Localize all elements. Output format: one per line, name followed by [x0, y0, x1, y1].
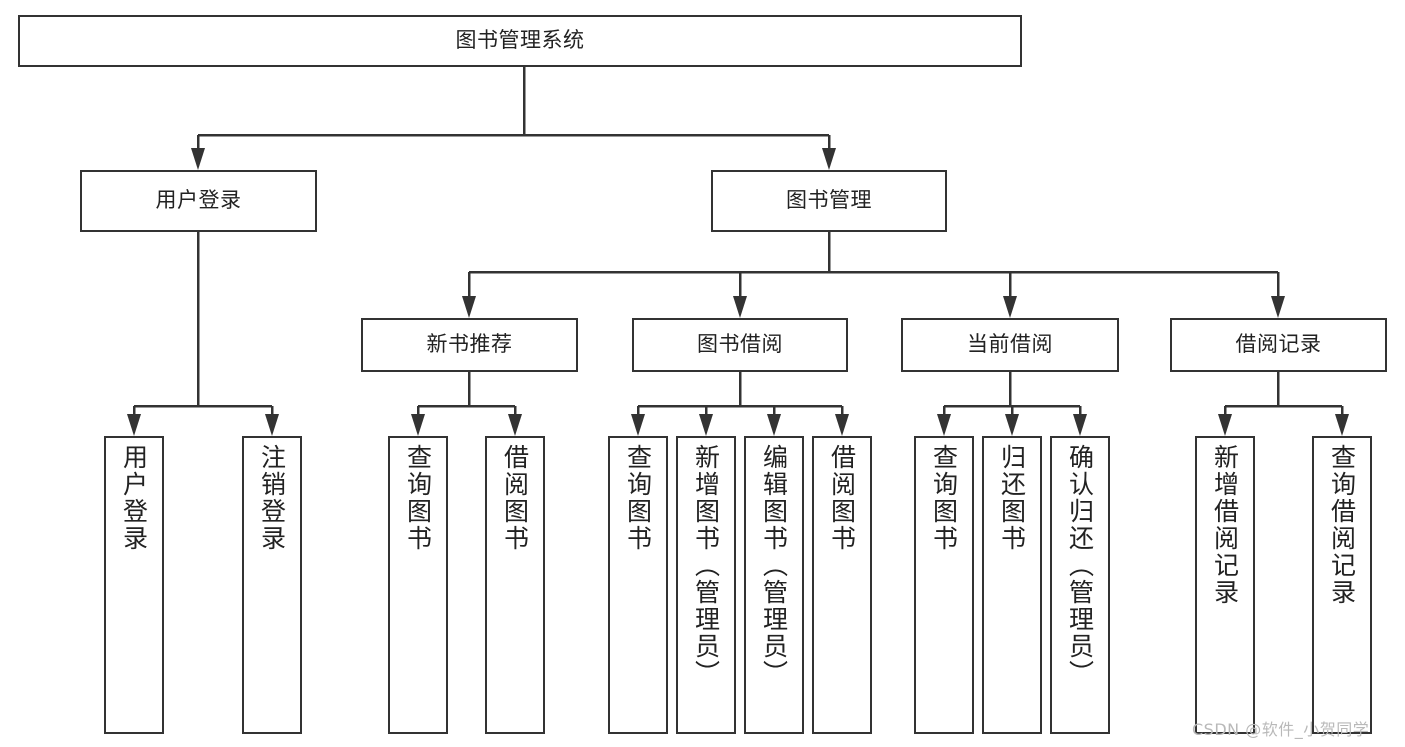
node-label: 归还图书 [997, 444, 1027, 552]
node-label: 确认归还（管理员） [1065, 444, 1095, 687]
node-new-book-recommend[interactable]: 新书推荐 [361, 318, 578, 372]
leaf-node-add-book-admin[interactable]: 新增图书（管理员） [676, 436, 736, 734]
node-label: 查询借阅记录 [1327, 444, 1357, 606]
leaf-node-borrow-book-recommend[interactable]: 借阅图书 [485, 436, 545, 734]
node-label: 借阅图书 [500, 444, 530, 552]
leaf-node-query-book-recommend[interactable]: 查询图书 [388, 436, 448, 734]
node-label: 查询图书 [623, 444, 653, 552]
node-label: 查询图书 [403, 444, 433, 552]
leaf-node-logout[interactable]: 注销登录 [242, 436, 302, 734]
node-label: 查询图书 [929, 444, 959, 552]
node-label: 新增借阅记录 [1210, 444, 1240, 606]
node-label: 当前借阅 [967, 332, 1053, 357]
node-label: 图书管理系统 [455, 28, 585, 53]
leaf-node-return-book[interactable]: 归还图书 [982, 436, 1042, 734]
node-current-borrow[interactable]: 当前借阅 [901, 318, 1119, 372]
leaf-node-query-book-borrow[interactable]: 查询图书 [608, 436, 668, 734]
node-label: 注销登录 [257, 444, 287, 552]
node-book-borrow[interactable]: 图书借阅 [632, 318, 848, 372]
node-label: 图书管理 [786, 188, 872, 213]
node-label: 新书推荐 [426, 332, 513, 357]
csdn-watermark: CSDN @软件_小贺同学 [1192, 720, 1370, 739]
node-label: 图书借阅 [697, 332, 783, 357]
leaf-node-borrow-book[interactable]: 借阅图书 [812, 436, 872, 734]
leaf-node-query-book-current[interactable]: 查询图书 [914, 436, 974, 734]
leaf-node-edit-book-admin[interactable]: 编辑图书（管理员） [744, 436, 804, 734]
node-borrow-record[interactable]: 借阅记录 [1170, 318, 1387, 372]
leaf-node-query-borrow-record[interactable]: 查询借阅记录 [1312, 436, 1372, 734]
node-label: 借阅图书 [827, 444, 857, 552]
node-label: 编辑图书（管理员） [759, 444, 789, 687]
node-user-login[interactable]: 用户登录 [80, 170, 317, 232]
node-label: 用户登录 [119, 444, 149, 552]
leaf-node-add-borrow-record[interactable]: 新增借阅记录 [1195, 436, 1255, 734]
node-book-manage[interactable]: 图书管理 [711, 170, 947, 232]
node-label: 新增图书（管理员） [691, 444, 721, 687]
node-root-system[interactable]: 图书管理系统 [18, 15, 1022, 67]
node-label: 用户登录 [155, 188, 242, 213]
leaf-node-user-login[interactable]: 用户登录 [104, 436, 164, 734]
leaf-node-confirm-return-admin[interactable]: 确认归还（管理员） [1050, 436, 1110, 734]
node-label: 借阅记录 [1235, 332, 1322, 357]
